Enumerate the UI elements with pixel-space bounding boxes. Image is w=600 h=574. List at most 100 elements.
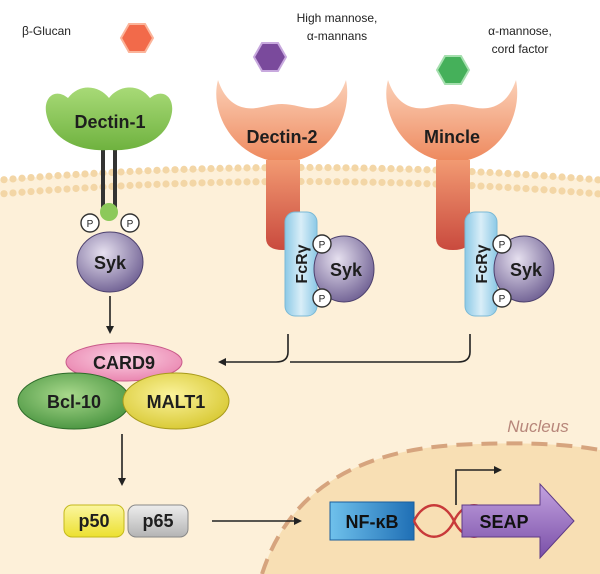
membrane-lipid [117,168,125,176]
membrane-lipid [216,178,224,186]
phospho-icon [492,234,512,254]
membrane-lipid [495,169,503,177]
membrane-lipid [90,183,98,191]
membrane-lipid [36,187,44,195]
bcl10-label: Bcl-10 [47,392,101,412]
phospho-icon [312,234,332,254]
nuclear-envelope [260,441,600,574]
membrane-lipid [387,165,395,173]
membrane-lipid [72,170,80,179]
phospho-icon [492,288,512,308]
membrane-lipid [54,186,62,194]
membrane-lipid [549,186,557,194]
syk-dectin1-label: Syk [94,253,127,273]
membrane-lipid [531,171,539,179]
alpha-mannose-label-line2: cord factor [492,42,549,56]
membrane-lipid [351,178,359,186]
membrane-lipid [477,182,485,190]
p50-label: p50 [78,511,109,531]
membrane-lipid [54,172,62,180]
membrane-lipid [90,169,98,177]
membrane-lipid [0,176,8,184]
membrane-lipid [504,183,512,192]
syk-dectin2-label: Syk [330,260,363,280]
membrane-lipid [324,164,332,172]
membrane-lipid [135,181,143,189]
fcry-dectin2-label: FcRγ [294,244,311,283]
syk-mincle [493,235,555,303]
membrane-lipid [315,177,323,186]
phospho-label: P [87,219,94,230]
fcry-mincle-label: FcRγ [474,244,491,283]
membrane-lipid [405,165,413,173]
alpha-mannose-label-line1: α-mannose, [488,24,552,38]
membrane-lipid [414,179,422,188]
arrow-mincle-to-card9 [290,334,471,363]
membrane-lipid [315,163,323,172]
beta-glucan-hexagon-icon [119,23,155,53]
membrane-lipid [0,190,8,198]
membrane-lipid [126,181,134,190]
membrane-lipid [486,182,494,191]
membrane-lipid [162,180,170,188]
membrane-lipid [396,165,404,173]
membrane-lipid [585,175,593,183]
membrane-lipid [531,185,539,193]
nfkb-promoter-label: NF-κB [345,512,398,532]
membrane-lipid [324,178,332,186]
membrane-lipid [63,171,71,179]
membrane-lipid [144,181,152,189]
membrane-lipid [18,188,26,196]
membrane-lipid [144,167,152,175]
membrane-lipid [576,174,584,182]
membrane-lipid [306,163,314,172]
membrane-lipid [360,178,368,186]
membrane-lipid [495,183,503,191]
membrane-lipid [81,170,89,178]
membrane-lipid [558,187,566,195]
card9-label: CARD9 [93,353,155,373]
membrane-lipid [252,178,260,186]
membrane-lipid [45,186,53,194]
membrane-lipid [153,166,161,174]
membrane-lipid [333,178,341,186]
membrane-lipid [369,178,377,186]
mannan-hexagon-icon [252,42,288,72]
membrane-lipid [522,184,530,193]
syk-mincle-label: Syk [510,260,543,280]
membrane-lipid [576,188,584,196]
phospho-icon [120,213,140,233]
membrane-lipid [567,174,575,182]
membrane-lipid [9,189,17,197]
membrane-lipid [423,180,431,188]
membrane-lipid [180,179,188,187]
high-mannose-label-line1: High mannose, [297,11,378,25]
phospho-icon [80,213,100,233]
membrane-lipid [234,164,242,172]
membrane-lipid [567,188,575,196]
membrane-lipid [180,165,188,173]
membrane-lipid [306,177,314,186]
membrane-lipid [243,164,251,172]
seap-reporter-arrow [461,482,575,560]
membrane-lipid [171,180,179,188]
membrane-lipid [486,168,494,177]
membrane-lipid [234,178,242,186]
phospho-label: P [127,219,134,230]
beta-glucan-label: β-Glucan [22,24,71,38]
seap-label: SEAP [479,512,528,532]
phospho-label: P [499,294,506,305]
membrane-lipid [504,169,512,178]
p65-label: p65 [142,511,173,531]
mincle-label: Mincle [424,127,480,147]
membrane-lipid [594,190,600,198]
syk-dectin1 [76,231,144,293]
membrane-lipid [9,175,17,183]
membrane-lipid [207,179,215,187]
membrane-lipid [216,164,224,172]
membrane-lipid [198,179,206,187]
dectin1-receptor [45,87,173,221]
membrane-lipid [63,185,71,193]
membrane-lipid [27,173,35,182]
transcription-start-arrow [455,466,502,505]
